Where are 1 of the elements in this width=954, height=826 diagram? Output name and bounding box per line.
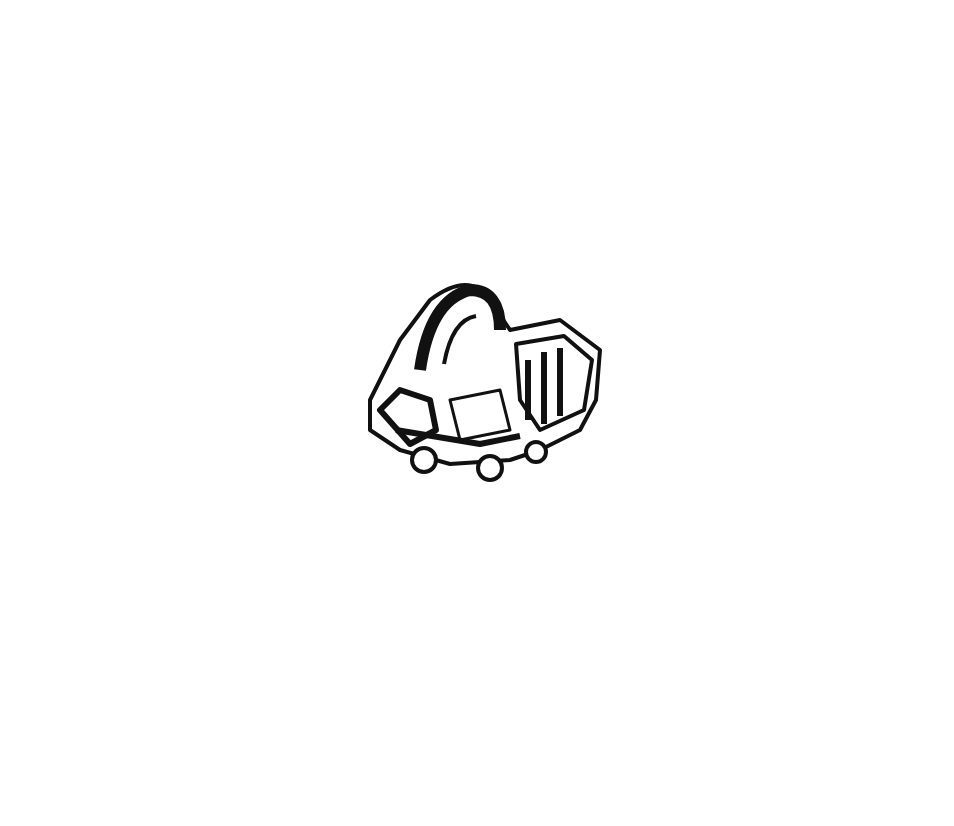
clip-part-drawing — [368, 283, 602, 482]
